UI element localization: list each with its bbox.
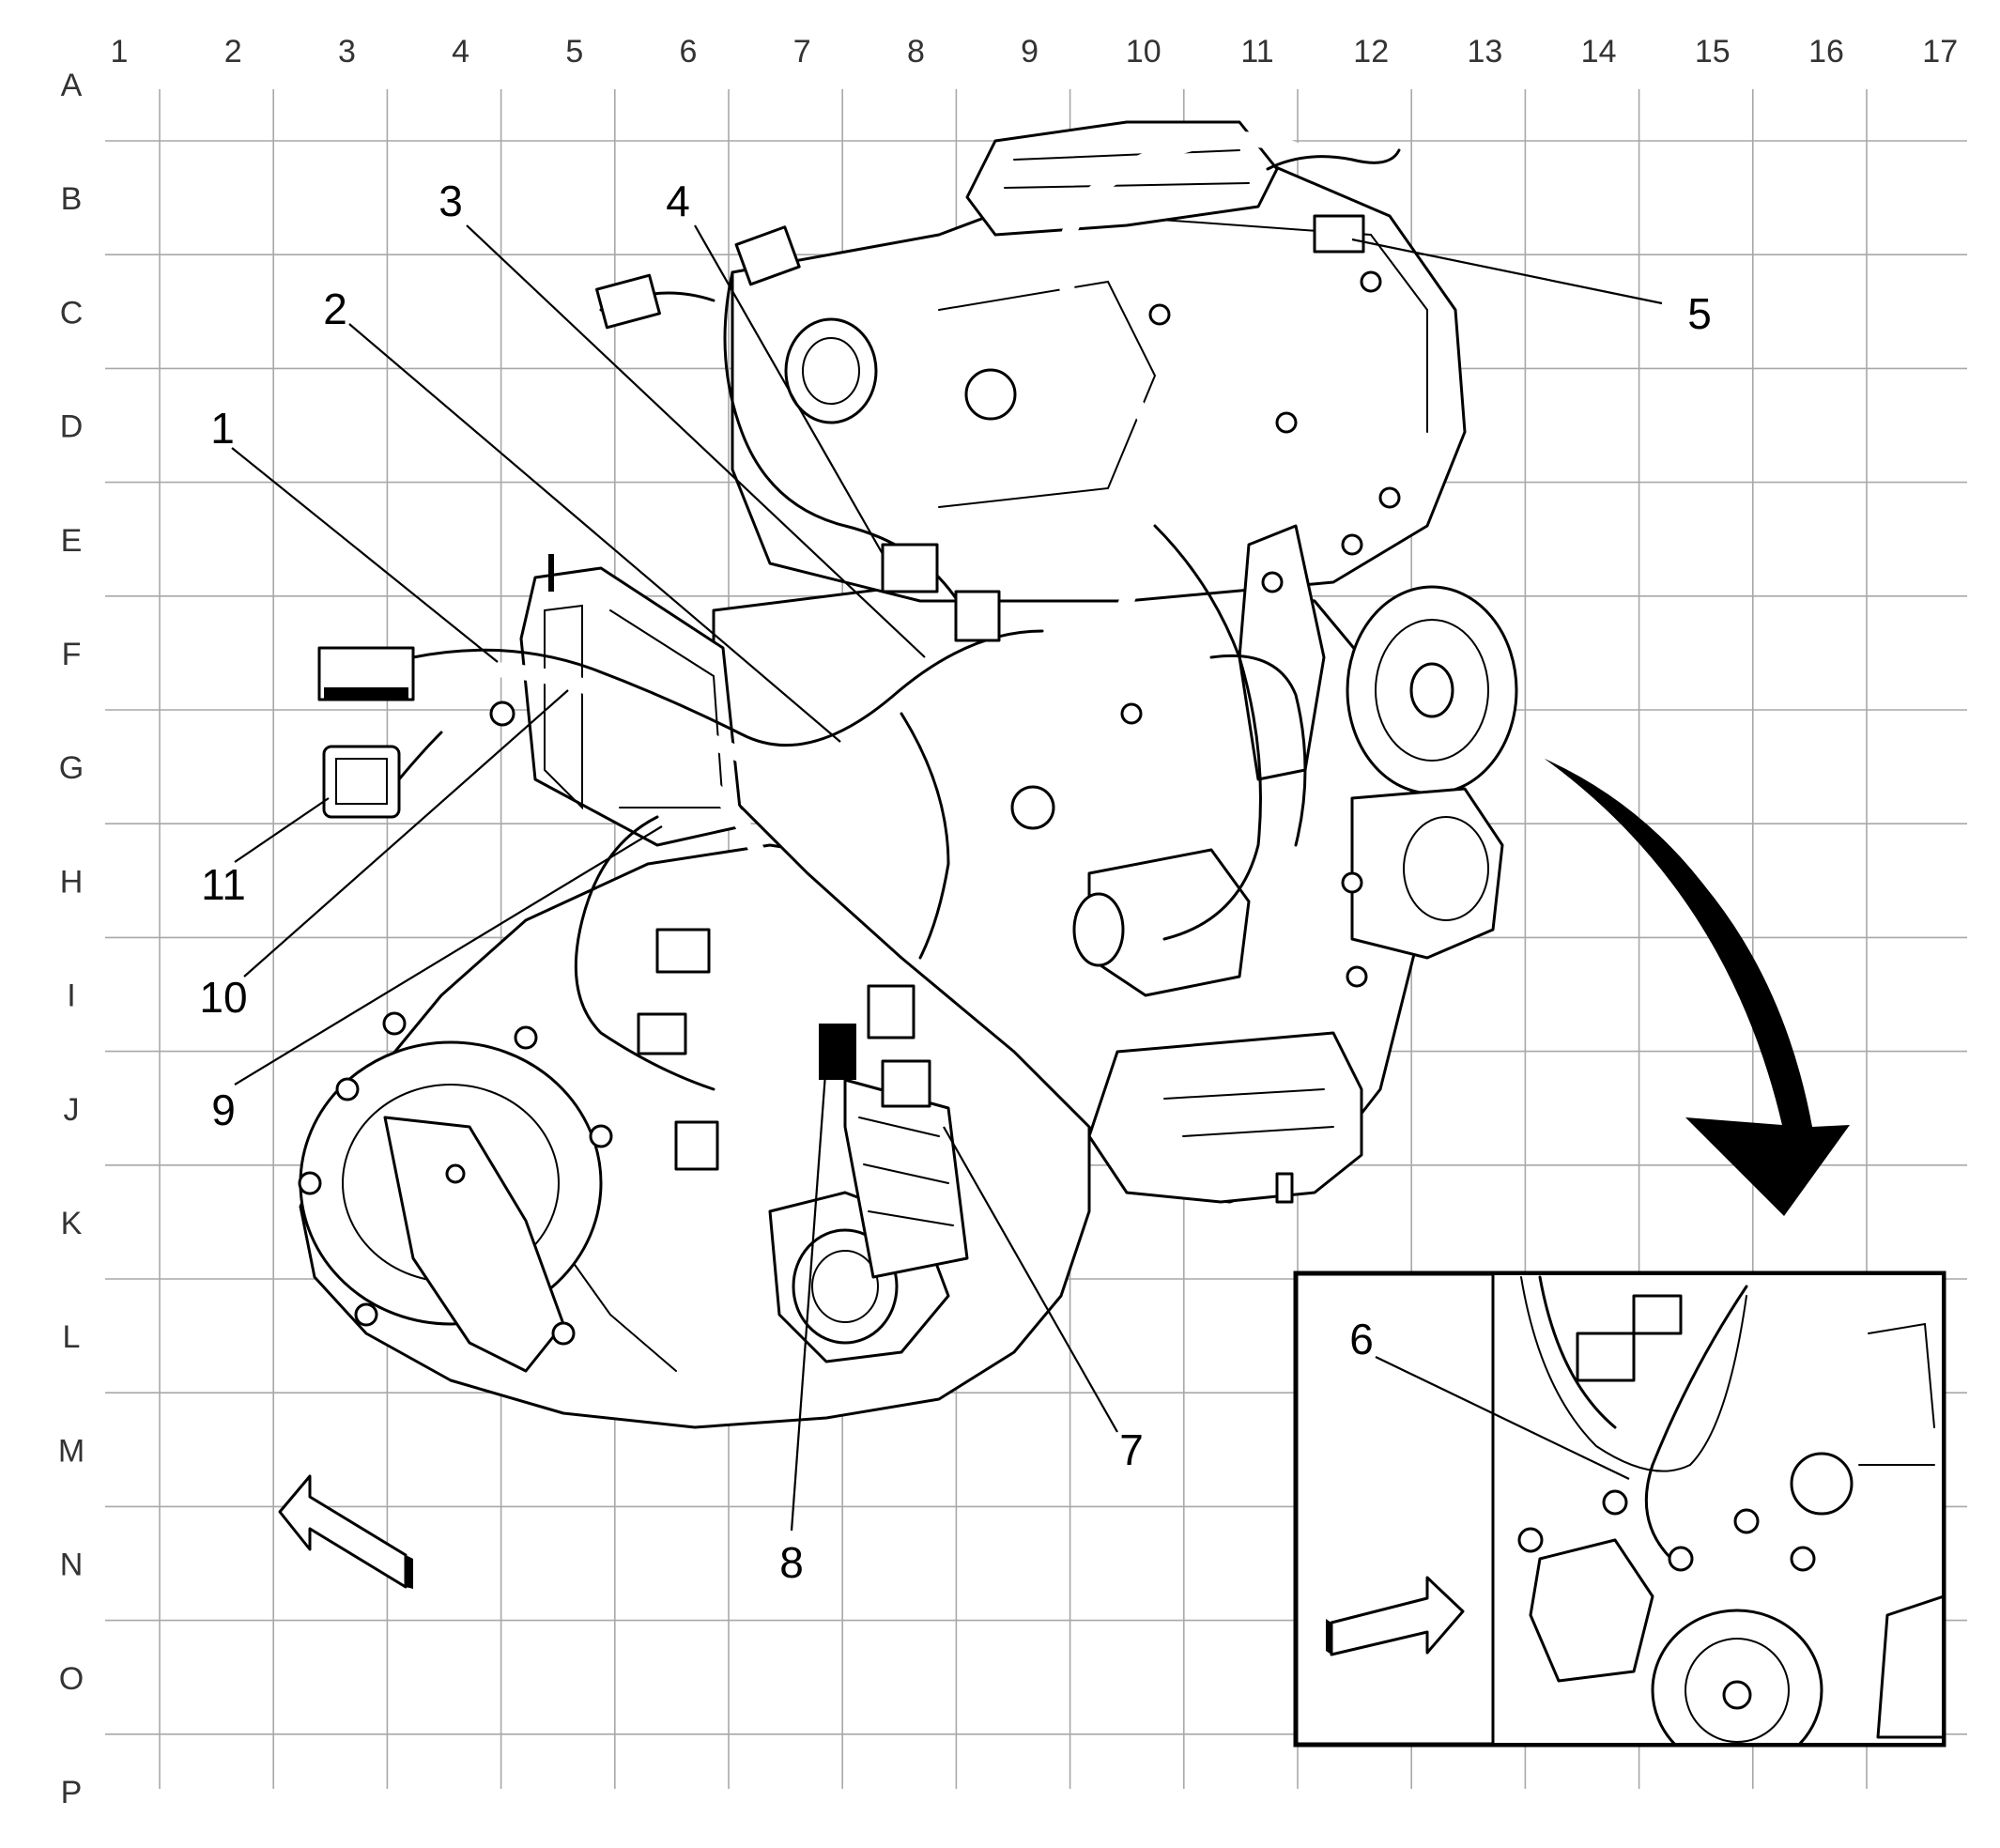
grid-column-label: 6 [680,34,698,69]
grid-row-label: B [61,181,83,217]
grid-row-label: K [61,1206,83,1241]
grid-row-label: M [58,1433,85,1469]
grid-row-label: D [60,409,84,445]
callout-leaders [231,224,1663,1532]
callout-4: 4 [666,177,690,225]
grid-row-label: N [60,1548,84,1583]
grid-row-label: I [67,978,75,1014]
grid-row-label: G [59,750,84,786]
curved-arrow-icon [1545,759,1850,1216]
grid-column-label: 17 [1922,34,1958,69]
callout-2: 2 [323,285,347,333]
grid-row-label: O [59,1661,84,1697]
grid-column-label: 11 [1240,34,1273,69]
grid-column-label: 9 [1021,34,1038,69]
callout-1: 1 [210,404,235,453]
grid-column-label: 16 [1808,34,1844,69]
inset-direction-arrow-icon [1326,1576,1465,1656]
grid-row-label: F [62,637,82,672]
callout-7: 7 [1119,1425,1144,1474]
grid-row-label: J [64,1092,80,1128]
grid-row-labels: A B C D E F G H I J K L M N O P [58,68,85,1810]
callout-labels: 1 2 3 4 5 6 7 8 9 10 11 [199,177,1711,1587]
grid-column-label: 2 [224,34,242,69]
callout-8: 8 [779,1538,804,1587]
callout-9: 9 [211,1086,236,1134]
engine-illustration [298,120,1518,1429]
grid-column-label: 12 [1353,34,1389,69]
grid-row-label: P [61,1775,83,1810]
grid-row-label: E [61,523,83,559]
grid-column-label: 4 [452,34,469,69]
grid-column-label: 8 [907,34,925,69]
grid-column-label: 14 [1581,34,1617,69]
callout-5: 5 [1687,289,1712,338]
inset-detail [1293,1270,1946,1748]
callout-3: 3 [438,177,463,225]
grid-row-label: L [63,1319,81,1355]
grid-row-label: H [60,864,84,900]
grid-column-label: 5 [565,34,583,69]
grid-column-label: 15 [1695,34,1731,69]
callout-11: 11 [201,860,246,909]
callout-10: 10 [199,973,247,1022]
grid-column-label: 10 [1126,34,1162,69]
direction-arrow-icon [278,1474,413,1589]
grid-column-label: 3 [338,34,356,69]
callout-6: 6 [1349,1315,1374,1363]
grid-row-label: A [61,68,83,103]
grid-column-label: 1 [111,34,129,69]
grid-row-label: C [60,295,84,331]
grid-column-label: 13 [1467,34,1502,69]
grid-column-label: 7 [793,34,811,69]
